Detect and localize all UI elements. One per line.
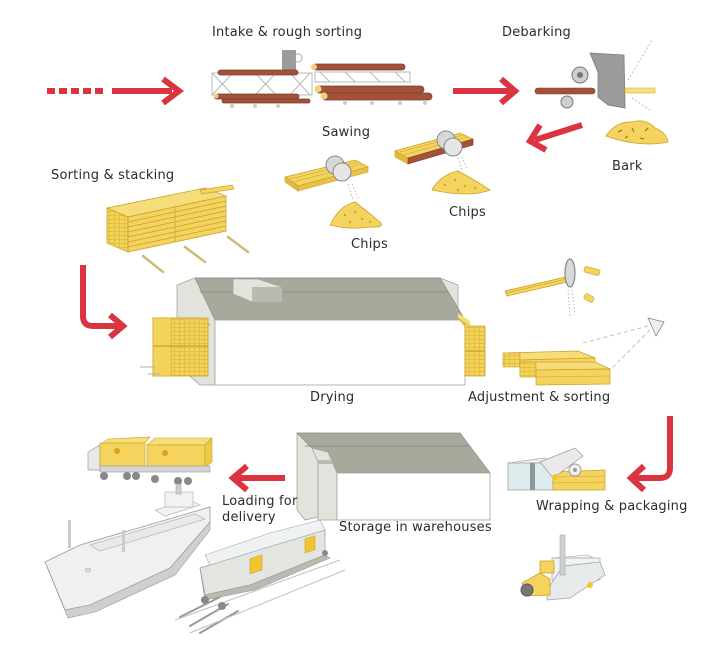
sorting-stacking-lumber-illustration xyxy=(105,184,250,274)
intake-log-rack-illustration xyxy=(211,50,433,108)
label-chips-1: Chips xyxy=(351,237,388,252)
label-adjustment-sorting: Adjustment & sorting xyxy=(468,390,611,405)
sorted-lumber-illustration xyxy=(502,350,611,386)
label-sorting-stacking: Sorting & stacking xyxy=(51,168,175,183)
label-intake-rough-sorting: Intake & rough sorting xyxy=(212,25,363,40)
label-chips-2: Chips xyxy=(449,205,486,220)
forklift-illustration xyxy=(520,534,606,601)
adjustment-saw-illustration xyxy=(504,258,601,319)
label-sawing: Sawing xyxy=(322,125,371,140)
arrow-start-to-intake xyxy=(47,76,184,106)
bark-pile-illustration xyxy=(605,120,669,145)
arrow-adjustment-to-wrapping xyxy=(626,416,673,493)
label-storage-warehouses: Storage in warehouses xyxy=(339,520,492,535)
sawing-machine-1-illustration xyxy=(284,155,370,201)
drying-kiln-illustration xyxy=(140,277,486,386)
arrow-intake-to-debarking xyxy=(453,76,520,106)
arrow-debarking-to-sawing xyxy=(525,122,583,153)
quality-scanner-illustration xyxy=(582,317,665,369)
label-debarking: Debarking xyxy=(502,25,572,40)
storage-warehouse-illustration xyxy=(296,432,491,521)
label-bark: Bark xyxy=(612,159,643,174)
sawing-machine-2-illustration xyxy=(393,130,475,171)
chips-pile-1-illustration xyxy=(329,201,382,229)
label-wrapping-packaging: Wrapping & packaging xyxy=(536,499,688,514)
debarking-machine-illustration xyxy=(534,39,656,111)
label-drying: Drying xyxy=(310,390,355,405)
arrow-storage-to-loading xyxy=(228,463,285,493)
chips-pile-2-illustration xyxy=(431,170,491,195)
rail-wagon-illustration xyxy=(174,519,346,634)
cargo-ship-illustration xyxy=(44,483,211,619)
label-loading-for-delivery: Loading for delivery xyxy=(222,494,298,525)
truck-illustration xyxy=(87,436,213,485)
wrapping-machine-illustration xyxy=(507,447,606,491)
arrow-stacking-to-drying xyxy=(80,265,128,340)
